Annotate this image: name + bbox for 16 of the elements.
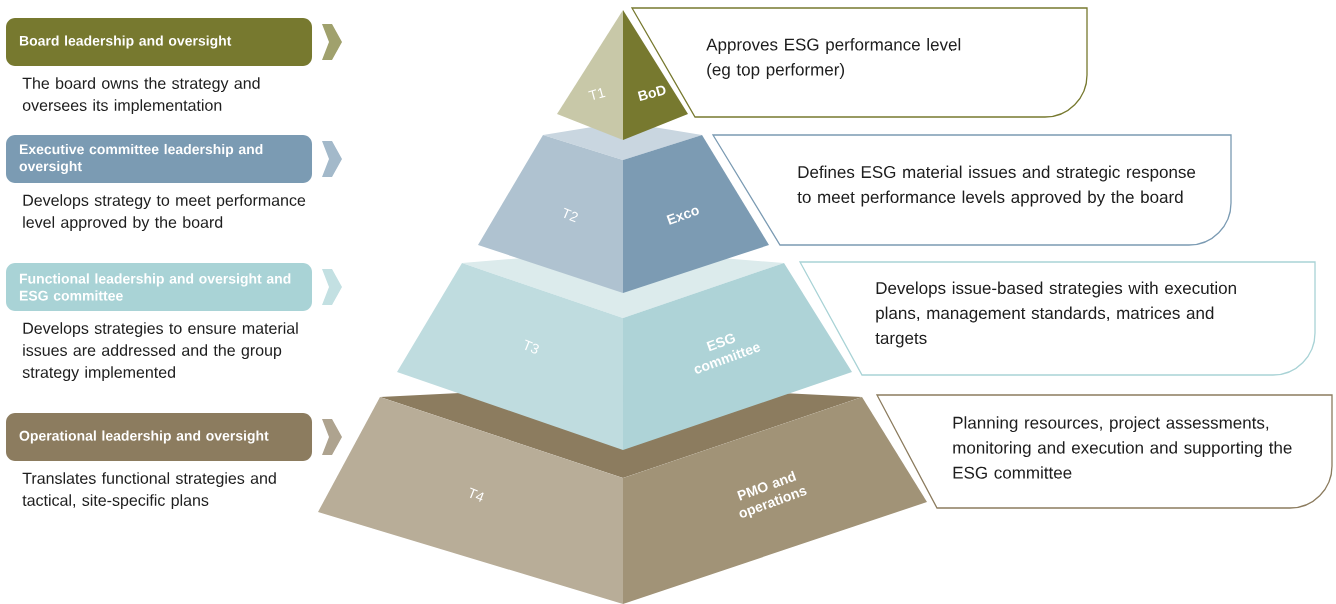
label-box: Functional leadership and oversight and ESG committee	[6, 263, 312, 311]
callout-box: Defines ESG material issues and strategic response to meet performance levels approved by the board	[712, 134, 1232, 246]
callout-box: Planning resources, project assessments, monitoring and execution and supporting the ESG committee	[876, 394, 1333, 509]
description-text: Translates functional strategies and tactical, site-specific plans	[22, 472, 276, 510]
pyramid-tier: T1 BoD	[557, 10, 688, 140]
label-box: Executive committee leadership and oversight	[6, 135, 312, 183]
description-text: Develops strategy to meet performance level approved by the board	[23, 194, 306, 232]
callout-box: Develops issue-based strategies with execution plans, management standards, matrices and targets	[799, 261, 1316, 376]
node-label: T2	[563, 207, 578, 223]
description-text: The board owns the strategy and oversees its implementation	[22, 77, 260, 115]
description-text: Develops strategies to ensure material issues are addressed and the group strategy implemented	[22, 322, 298, 382]
node-label: BoD	[637, 85, 666, 102]
label-box: Operational leadership and oversight	[6, 413, 312, 461]
node-label: T3	[524, 339, 539, 354]
pyramid-tier: T2 Exco	[478, 122, 769, 293]
label-box: Board leadership and oversight	[6, 18, 312, 66]
